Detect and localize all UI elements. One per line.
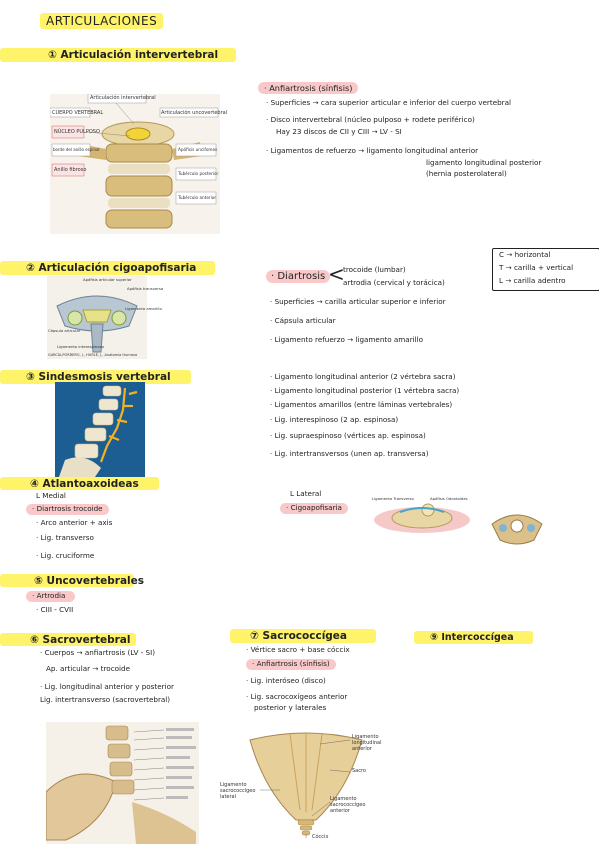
- s4-line-1: · Arco anterior + axis: [36, 518, 113, 527]
- label-borde: borde del anillo espinal: [53, 147, 100, 152]
- s3-line-3: · Ligamentos amarillos (entre láminas ve…: [270, 400, 453, 409]
- section3-heading: ③ Sindesmosis vertebral: [26, 371, 171, 383]
- s4-line-2: · Lig. transverso: [36, 533, 94, 542]
- figure-caption: GARCÍA-PORRERO, J., HURLÉ, J., Anatomía …: [48, 353, 138, 357]
- sindesmosis-figure: [55, 382, 145, 477]
- s1-line-5: ligamento longitudinal posterior: [426, 158, 542, 167]
- s6-line-4: Lig. intertransverso (sacrovertebral): [40, 695, 171, 704]
- atlas-figure: Ligamento Transverso Apófisis Odontoides: [370, 494, 475, 538]
- label-lig-transverso: Ligamento Transverso: [372, 496, 414, 501]
- section1-highlight: [0, 48, 236, 62]
- s7-line-1: · Vértice sacro + base cóccix: [246, 645, 350, 654]
- label-art-intervertebral: Articulación intervertebral: [90, 95, 156, 101]
- s4-diartrosis-pill: · Diartrosis trocoide: [26, 504, 109, 515]
- s7-line-3: · Lig. sacrocoxígeos anterior: [246, 692, 348, 701]
- s5-artrodia-pill: · Artrodia: [26, 591, 76, 602]
- label-apofisis-uncif: Apófisis uncifomes: [178, 147, 218, 152]
- page-title: ARTICULACIONES: [40, 13, 164, 29]
- s7-line-2: · Lig. interóseo (disco): [246, 676, 326, 685]
- s1-line-2: · Disco intervertebral (núcleo pulposo +…: [266, 115, 475, 124]
- s6-line-1: · Cuerpos → anfiartrosis (LV - SI): [40, 648, 156, 657]
- section2-highlight: [0, 261, 215, 275]
- section6-heading: ⑥ Sacrovertebral: [30, 634, 131, 646]
- s4-line-3: · Lig. cruciforme: [36, 551, 95, 560]
- s1-anfiartrosis-pill: · Anfiartrosis (sínfisis): [258, 82, 359, 94]
- s4-medial: L Medial: [36, 491, 66, 500]
- s2-diartrosis-pill: · Diartrosis: [266, 270, 331, 283]
- label-lig-sacrococ-ant: Ligamento sacrococcígeo anterior: [330, 796, 366, 814]
- label-lig-interesp: Ligamento interespinoso: [57, 344, 104, 349]
- label-lig-long-ant: Ligamento longitudinal anterior: [352, 734, 382, 752]
- section4-highlight: [0, 477, 159, 490]
- label-lig-sacrococ-lat: Ligamento sacrococcígeo lateral: [220, 782, 256, 800]
- section8-highlight: [414, 631, 533, 644]
- sacrococcigea-figure: Ligamento longitudinal anterior Sacro Li…: [220, 730, 392, 840]
- label-lig-amarillo: Ligamento amarillo: [125, 306, 162, 311]
- intervertebral-figure: Articulación intervertebral CUERPO VERTE…: [49, 93, 227, 234]
- vertebra-orientation-box: C → horizontal T → carilla + vertical L …: [492, 248, 599, 291]
- label-cuerpo: CUERPO VERTEBRAL: [52, 110, 104, 116]
- label-sacro: Sacro: [352, 768, 366, 774]
- s7-line-4: posterior y laterales: [254, 703, 327, 712]
- section7-heading: ⑦ Sacrococcígea: [250, 630, 348, 642]
- section6-highlight: [0, 633, 136, 646]
- s2-brace-1: trocoide (lumbar): [343, 265, 406, 274]
- s3-line-4: · Lig. interespinoso (2 ap. espinosa): [270, 415, 399, 424]
- box-line-t: T → carilla + vertical: [499, 263, 574, 272]
- section4-heading: ④ Atlantoaxoideas: [30, 478, 139, 490]
- s3-line-2: · Ligamento longitudinal posterior (1 vé…: [270, 386, 460, 395]
- label-odontoides: Apófisis Odontoides: [430, 496, 468, 501]
- label-art-uncovertebral: Articulación uncovertebral: [161, 110, 228, 116]
- section3-highlight: [0, 370, 191, 384]
- s4-lateral: L Lateral: [290, 489, 322, 498]
- s1-line-1: · Superficies → cara superior articular …: [266, 98, 512, 107]
- s3-line-1: · Ligamento longitudinal anterior (2 vér…: [270, 372, 456, 381]
- section2-heading: ② Articulación cigoapofisaria: [26, 262, 197, 274]
- s2-brace-2: artrodia (cervical y torácica): [343, 278, 445, 287]
- section1-heading: ① Articulación intervertebral: [48, 49, 219, 61]
- s2-line-3: · Ligamento refuerzo → ligamento amarill…: [270, 335, 424, 344]
- section7-highlight: [230, 629, 376, 643]
- sacrovertebral-figure: [45, 722, 199, 844]
- label-anillo: Anillo fibroso: [54, 167, 87, 173]
- label-coccix: Cóccix: [312, 834, 329, 840]
- s6-line-2: Ap. articular → trocoide: [46, 664, 131, 673]
- s1-line-4: · Ligamentos de refuerzo → ligamento lon…: [266, 146, 479, 155]
- label-apof-transv: Apófisis transversa: [127, 286, 164, 291]
- label-nucleo: NÚCLEO PULPOSO: [54, 129, 100, 135]
- box-line-c: C → horizontal: [499, 250, 551, 259]
- label-apof-art-sup: Apófisis articular superior: [83, 277, 132, 282]
- s1-line-3: Hay 23 discos de CII y CIII → LV - SI: [276, 127, 402, 136]
- section5-highlight: [0, 574, 134, 587]
- s2-line-1: · Superficies → carilla articular superi…: [270, 297, 446, 306]
- s1-line-6: (hernia posterolateral): [426, 169, 507, 178]
- label-tub-ant: Tubérculo anterior: [178, 195, 217, 200]
- label-tub-post: Tubérculo posterior: [178, 171, 219, 176]
- s3-line-6: · Lig. intertransversos (unen ap. transv…: [270, 449, 429, 458]
- label-capsula: Cápsula articular: [48, 328, 81, 333]
- axis-figure: [488, 504, 546, 548]
- s5-line: · CIII - CVII: [36, 605, 74, 614]
- s6-line-3: · Lig. longitudinal anterior y posterior: [40, 682, 174, 691]
- section5-heading: ⑤ Uncovertebrales: [34, 575, 145, 587]
- s4-cigoapofisaria-pill: · Cigoapofisaria: [280, 503, 348, 514]
- s3-line-5: · Lig. supraespinoso (vértices ap. espin…: [270, 431, 426, 440]
- s7-anfiartrosis-pill: · Anfiartrosis (sínfisis): [246, 659, 336, 670]
- cigoapofisaria-figure: Apófisis articular superior Apófisis tra…: [47, 276, 163, 359]
- section8-heading: ⑨ Intercoccígea: [430, 632, 514, 643]
- box-line-l: L → carilla adentro: [499, 276, 566, 285]
- s2-line-2: · Cápsula articular: [270, 316, 336, 325]
- brace-icon: <: [328, 262, 345, 286]
